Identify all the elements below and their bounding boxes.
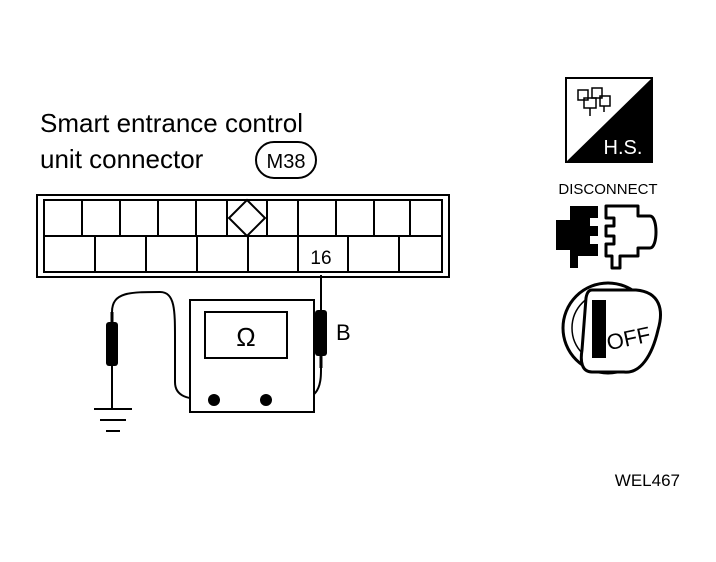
ohmmeter: Ω (189, 299, 315, 413)
connector-body (36, 194, 450, 278)
connector-id-label: M38 (267, 151, 306, 173)
probe-right (315, 275, 327, 368)
ignition-off-icon: OFF (561, 281, 662, 375)
probe-left (106, 312, 118, 408)
figure-code: WEL467 (615, 471, 680, 490)
title-line-2: unit connector (40, 144, 204, 174)
terminal-number-label: 16 (310, 248, 331, 269)
harness-side-label: H.S. (604, 137, 643, 159)
lead-left (111, 290, 215, 401)
meter-terminal-right (260, 394, 272, 406)
ground-symbol (94, 408, 132, 432)
connector-id-badge: M38 (255, 141, 317, 179)
connector-key-diamond (227, 198, 267, 238)
disconnect-icon (556, 204, 658, 270)
wire-color-label: B (336, 320, 351, 345)
harness-side-icon: H.S. (565, 77, 653, 163)
ohm-symbol: Ω (236, 322, 255, 352)
disconnect-label: DISCONNECT (558, 181, 657, 198)
meter-terminal-left (208, 394, 220, 406)
title-line-1: Smart entrance control (40, 108, 303, 138)
